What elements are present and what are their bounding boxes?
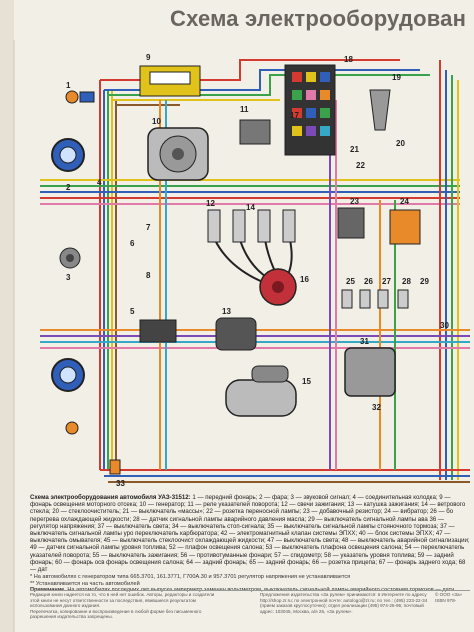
component-number-31: 31 xyxy=(360,337,369,346)
footer-right-1: Предложения издательства «За рулем» прин… xyxy=(260,592,428,614)
component-number-4: 4 xyxy=(97,178,102,187)
lamp-bottom-9 xyxy=(109,459,121,475)
component-number-15: 15 xyxy=(302,377,311,386)
starter-15 xyxy=(225,365,297,417)
component-number-25: 25 xyxy=(346,277,355,286)
component-number-2: 2 xyxy=(66,183,71,192)
component-number-28: 28 xyxy=(402,277,411,286)
component-number-3: 3 xyxy=(66,273,71,282)
rear-headlamp-2b xyxy=(51,358,85,392)
diagram-title: Схема электрооборудован xyxy=(170,6,467,31)
component-number-32: 32 xyxy=(372,403,381,412)
footnote-1: * На автомобилях с генератором типа 665.… xyxy=(30,574,351,580)
footer-separator xyxy=(30,590,470,591)
spark-plugs-12 xyxy=(207,209,296,243)
footer-copyright: © ООО «За» xyxy=(435,592,463,597)
switch-block-23 xyxy=(337,207,365,239)
footnote-2: ** Устанавливается на часть автомобилей xyxy=(30,580,140,587)
footer-right: Предложения издательства «За рулем» прин… xyxy=(260,592,430,614)
wire-harness xyxy=(40,59,470,483)
headlamp-2 xyxy=(51,138,85,172)
component-number-10: 10 xyxy=(152,117,161,126)
component-number-19: 19 xyxy=(392,73,401,82)
component-number-9: 9 xyxy=(146,53,151,62)
component-number-7: 7 xyxy=(146,223,151,232)
fuse-box-top xyxy=(139,65,201,97)
fuse-panel-18 xyxy=(284,64,336,156)
legend-text: 1 — передний фонарь; 2 — фара; 3 — звуко… xyxy=(30,494,470,574)
voltage-regulator-11 xyxy=(239,119,271,145)
component-number-8: 8 xyxy=(146,271,151,280)
component-number-24: 24 xyxy=(400,197,409,206)
sensor-row-25-28 xyxy=(341,289,409,309)
generator-10 xyxy=(147,127,209,181)
component-number-1: 1 xyxy=(66,81,71,90)
distributor-16 xyxy=(259,268,297,306)
relay-block-24 xyxy=(389,209,421,245)
component-number-30: 30 xyxy=(440,321,449,330)
footer-left-2: Перепечатка, копирование и воспроизведен… xyxy=(30,608,202,620)
ignition-coil-13 xyxy=(215,317,257,351)
carburetor-32 xyxy=(344,347,396,397)
footer-publisher: © ООО «За» ISBN 978- xyxy=(435,592,470,603)
component-number-23: 23 xyxy=(350,197,359,206)
footer-left: Редакция книги надеется на то, что в ней… xyxy=(30,592,220,620)
washer-19 xyxy=(369,89,391,131)
component-number-6: 6 xyxy=(130,239,135,248)
component-number-17: 17 xyxy=(290,111,299,120)
page-fold xyxy=(0,0,14,632)
horn-3 xyxy=(59,247,81,269)
component-number-14: 14 xyxy=(246,203,255,212)
component-number-26: 26 xyxy=(364,277,373,286)
footer-left-1: Редакция книги надеется на то, что в ней… xyxy=(30,592,215,609)
component-number-22: 22 xyxy=(356,161,365,170)
component-number-11: 11 xyxy=(240,105,249,114)
component-number-20: 20 xyxy=(396,139,405,148)
component-number-18: 18 xyxy=(344,55,353,64)
front-lamp-1 xyxy=(65,90,95,104)
footer: Редакция книги надеется на то, что в ней… xyxy=(30,592,470,628)
component-number-21: 21 xyxy=(350,145,359,154)
component-number-5: 5 xyxy=(130,307,135,316)
lamp-bottom-1 xyxy=(65,421,79,435)
battery-relay-5 xyxy=(139,319,177,343)
component-number-27: 27 xyxy=(382,277,391,286)
footer-isbn: ISBN 978- xyxy=(435,597,457,603)
component-number-16: 16 xyxy=(300,275,309,284)
component-number-29: 29 xyxy=(420,277,429,286)
component-number-33: 33 xyxy=(116,479,125,488)
component-number-13: 13 xyxy=(222,307,231,316)
component-number-12: 12 xyxy=(206,199,215,208)
legend-caption: Схема электрооборудования автомобиля УАЗ… xyxy=(30,494,191,501)
legend: Схема электрооборудования автомобиля УАЗ… xyxy=(30,494,470,576)
